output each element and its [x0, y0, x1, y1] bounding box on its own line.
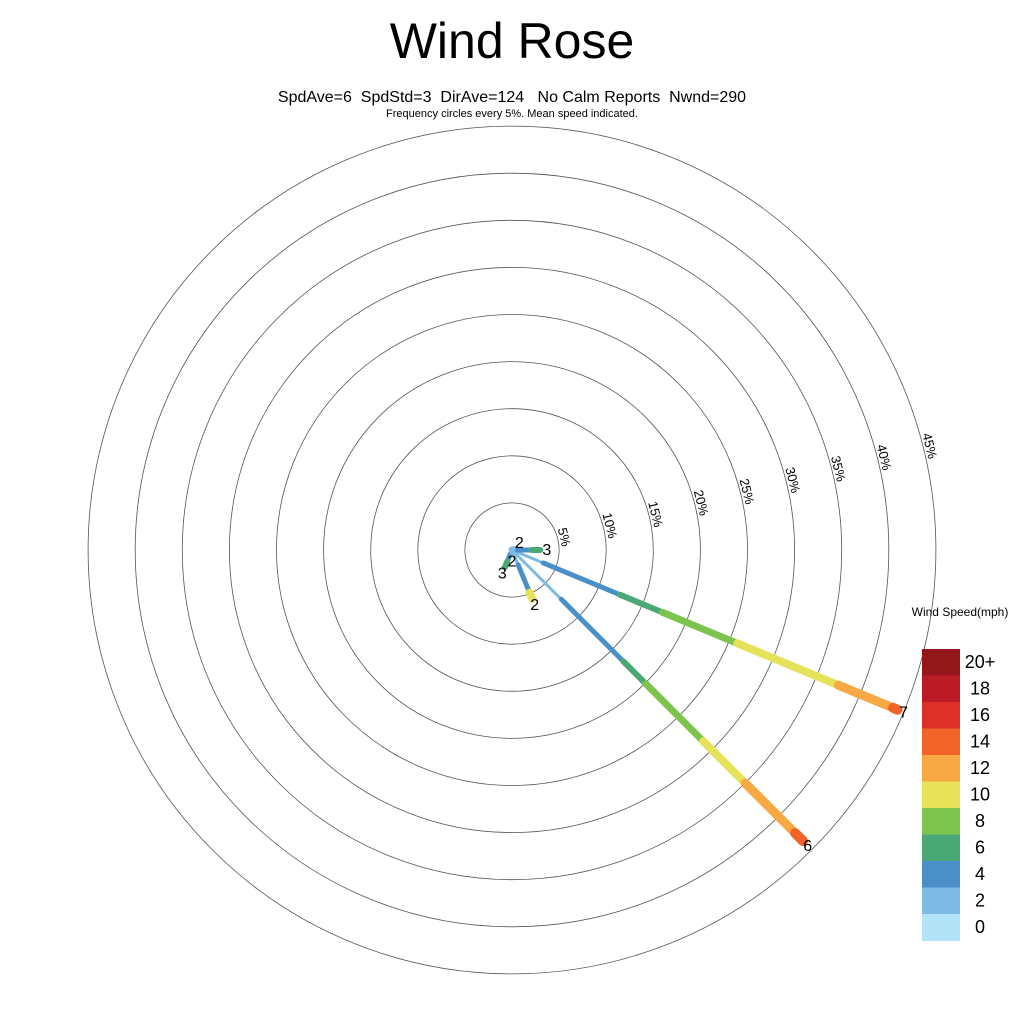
- legend-label: 14: [970, 732, 990, 752]
- mean-speed-label: 3: [498, 566, 507, 583]
- legend: Wind Speed(mph) 20+ 18 16 14 12 10 8 6 4 2 0: [912, 605, 1009, 941]
- chart-title: Wind Rose: [390, 13, 635, 69]
- legend-label: 6: [975, 838, 985, 858]
- legend-swatch: [922, 781, 960, 809]
- legend-swatch: [922, 808, 960, 835]
- petal-segment: [790, 828, 809, 847]
- legend-swatch: [922, 728, 960, 756]
- petal-segment: [642, 680, 707, 745]
- ring-label: 25%: [737, 477, 758, 506]
- frequency-rings: 5% 10% 15% 20% 25% 30% 35% 40% 45%: [87, 125, 940, 975]
- petal-segment: [733, 639, 843, 690]
- legend-swatch: [922, 861, 960, 888]
- legend-label: 2: [975, 891, 985, 911]
- legend-swatch: [922, 755, 960, 782]
- legend-swatch: [922, 834, 960, 862]
- mean-speed-label: 2: [515, 535, 524, 552]
- mean-speed-label: 6: [803, 838, 812, 855]
- petal-segment: [525, 588, 537, 603]
- legend-label: 0: [975, 917, 985, 937]
- ring-label: 45%: [919, 431, 940, 460]
- legend-swatch: [922, 702, 960, 729]
- ring-label: 10%: [599, 511, 620, 540]
- mean-speed-label: 7: [899, 704, 908, 721]
- legend-swatch: [922, 649, 960, 676]
- petal-segment: [510, 548, 563, 601]
- ring-label: 5%: [555, 526, 574, 548]
- petal-112.5: 7: [510, 548, 908, 721]
- ring-label: 15%: [645, 500, 666, 529]
- petal-segment: [616, 591, 666, 616]
- frequency-ring: [417, 455, 607, 645]
- petal-segment: [659, 608, 741, 647]
- petal-segment: [888, 702, 903, 715]
- frequency-ring: [370, 408, 654, 692]
- frequency-ring: [134, 172, 890, 928]
- chart-note: Frequency circles every 5%. Mean speed i…: [386, 108, 638, 120]
- frequency-ring: [87, 125, 937, 975]
- petal-segment: [620, 658, 649, 687]
- petal-segment: [515, 562, 533, 596]
- legend-label: 4: [975, 864, 985, 884]
- legend-title: Wind Speed(mph): [912, 605, 1009, 619]
- petal-segment: [833, 680, 898, 713]
- frequency-ring: [228, 266, 796, 834]
- legend-swatch: [922, 887, 960, 915]
- legend-label: 12: [970, 758, 990, 778]
- frequency-ring: [464, 502, 560, 598]
- ring-label: 40%: [874, 443, 895, 472]
- ring-label: 20%: [691, 488, 712, 517]
- frequency-ring: [181, 219, 843, 881]
- frequency-ring: [276, 314, 748, 786]
- petal-segment: [558, 596, 626, 664]
- petal-segment: [501, 558, 511, 571]
- frequency-ring: [323, 361, 701, 739]
- legend-swatch: [922, 675, 960, 703]
- legend-label: 10: [970, 785, 990, 805]
- legend-label: 8: [975, 811, 985, 831]
- petal-segment: [740, 778, 800, 838]
- petal-135: 6: [510, 548, 812, 855]
- center-dot: [508, 546, 516, 554]
- ring-label: 35%: [828, 454, 849, 483]
- legend-label: 16: [970, 705, 990, 725]
- petal-segment: [699, 737, 750, 788]
- legend-swatch: [922, 914, 960, 941]
- ring-label: 30%: [782, 466, 803, 495]
- legend-label: 20+: [965, 652, 996, 672]
- chart-subtitle: SpdAve=6 SpdStd=3 DirAve=124 No Calm Rep…: [278, 89, 746, 106]
- mean-speed-label: 3: [542, 542, 551, 559]
- mean-speed-label: 2: [530, 597, 539, 614]
- petal-segment: [540, 560, 623, 598]
- mean-speed-label: 2: [508, 554, 517, 571]
- legend-label: 18: [970, 679, 990, 699]
